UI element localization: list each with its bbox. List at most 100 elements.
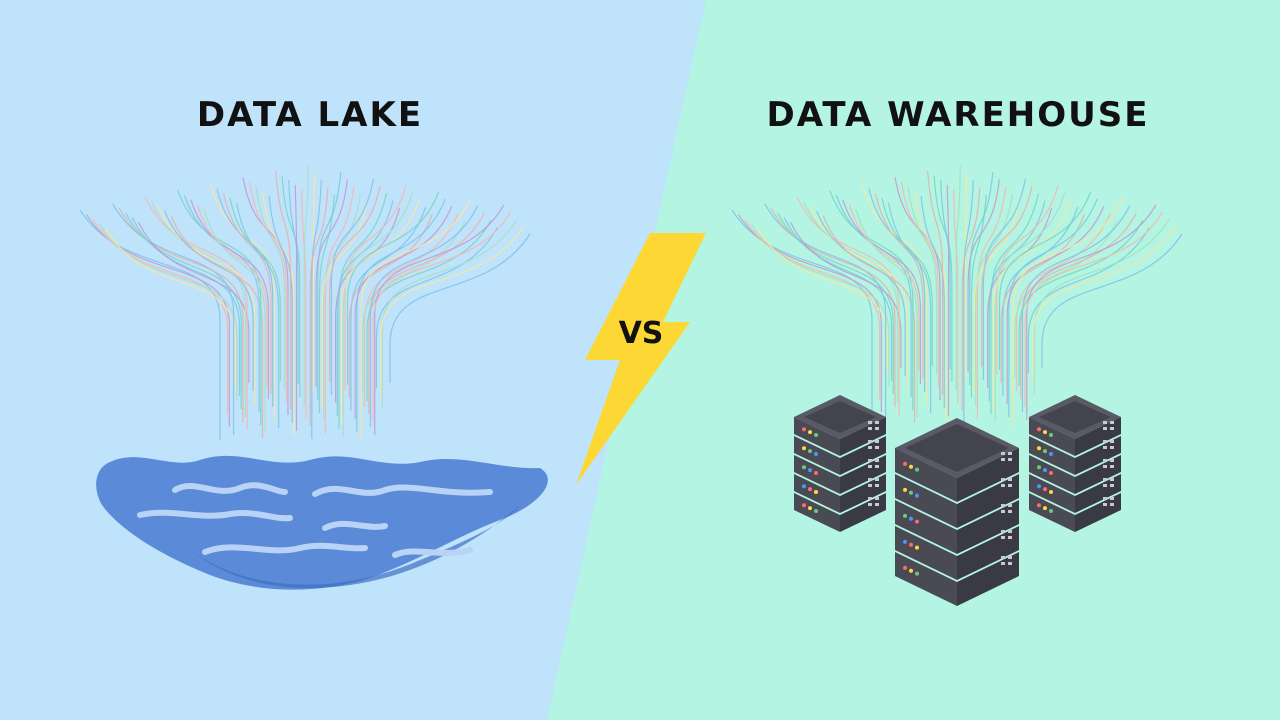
data-lake-title: DATA LAKE	[196, 95, 424, 135]
data-stream-line	[354, 206, 453, 419]
data-stream-line	[1026, 204, 1157, 420]
data-stream-line	[151, 201, 247, 417]
data-stream-line	[822, 215, 916, 423]
data-stream-line	[317, 172, 342, 400]
data-stream-line	[312, 172, 316, 392]
data-stream-line	[907, 186, 938, 374]
data-stream-line	[855, 209, 918, 418]
data-stream-line	[112, 203, 235, 435]
data-stream-line	[967, 179, 1000, 372]
data-stream-line	[374, 204, 505, 435]
lightning-bolt-icon	[576, 233, 706, 485]
data-stream-line	[1000, 214, 1085, 383]
data-stream-line	[248, 181, 287, 402]
data-stream-line	[982, 178, 1027, 380]
data-stream-line	[255, 186, 286, 389]
data-stream-line	[196, 204, 268, 386]
data-stream-line	[311, 180, 322, 439]
data-stream-line	[914, 191, 947, 421]
data-stream-line	[961, 187, 981, 411]
data-stream-line	[235, 202, 280, 428]
data-stream-line	[970, 194, 987, 398]
data-stream-line	[940, 180, 951, 369]
data-stream-line	[744, 219, 881, 399]
data-stream-line	[1032, 226, 1176, 381]
data-stream-line	[887, 202, 932, 413]
data-stream-line	[1006, 206, 1105, 404]
data-stream-line	[1027, 227, 1150, 373]
data-warehouse-title: DATA WAREHOUSE	[766, 95, 1150, 135]
data-stream-line	[288, 180, 299, 384]
data-stream-line	[209, 183, 275, 420]
data-stream-line	[294, 184, 298, 431]
data-stream-line	[131, 217, 241, 396]
data-stream-line	[796, 196, 900, 415]
data-stream-line	[318, 194, 335, 413]
data-stream-line	[315, 179, 348, 387]
data-stream-line	[329, 185, 381, 382]
data-stream-line	[874, 193, 924, 379]
data-stream-line	[324, 186, 355, 434]
data-stream-line	[1018, 219, 1144, 386]
data-stream-line	[268, 196, 293, 423]
data-stream-line	[973, 201, 1020, 393]
server-rack	[1029, 395, 1121, 532]
data-stream-line	[262, 191, 295, 436]
server-rack	[895, 418, 1019, 606]
data-stream-line	[340, 199, 420, 424]
data-stream-line	[894, 177, 941, 400]
data-stream-line	[362, 220, 466, 393]
data-stream-line	[1024, 211, 1163, 407]
data-stream-line	[381, 219, 518, 409]
data-stream-line	[777, 212, 894, 394]
data-stream-line	[881, 197, 933, 366]
data-stream-line	[118, 207, 244, 422]
data-streams-icon	[79, 165, 531, 440]
data-stream-line	[330, 178, 375, 395]
data-stream-line	[79, 209, 221, 440]
data-stream-line	[1012, 198, 1124, 425]
data-stream-line	[933, 175, 953, 382]
data-stream-line	[309, 187, 329, 426]
data-stream-line	[222, 193, 272, 394]
data-stream-line	[1033, 219, 1170, 394]
data-stream-line	[988, 200, 1046, 401]
data-stream-line	[157, 206, 256, 404]
data-stream-line	[842, 199, 922, 384]
data-stream-line	[99, 223, 238, 401]
data-stream-line	[1041, 233, 1183, 368]
data-stream-line	[998, 191, 1092, 370]
data-stream-line	[751, 223, 890, 386]
vs-label: VS	[618, 316, 664, 351]
data-stream-line	[803, 201, 899, 402]
data-stream-line	[770, 207, 896, 407]
data-stream-line	[375, 227, 498, 388]
data-stream-line	[125, 212, 242, 409]
data-stream-line	[955, 165, 961, 390]
data-stream-line	[190, 199, 270, 399]
data-stream-line	[731, 209, 873, 425]
data-stream-line	[366, 219, 492, 401]
data-stream-line	[372, 211, 511, 422]
data-stream-line	[275, 170, 292, 410]
server-rack	[794, 395, 886, 532]
data-streams-icon	[731, 165, 1183, 425]
data-stream-line	[809, 206, 908, 389]
data-stream-line	[927, 170, 944, 395]
data-stream-line	[976, 186, 1007, 419]
data-stream-line	[360, 198, 472, 440]
data-stream-line	[203, 209, 266, 433]
data-stream-line	[946, 184, 950, 416]
data-stream-line	[981, 185, 1033, 367]
data-stream-line	[764, 203, 887, 420]
data-stream-line	[969, 172, 994, 385]
data-stream-line	[303, 165, 309, 405]
data-stream-line	[281, 175, 301, 397]
data-stream-line	[963, 180, 974, 424]
data-stream-line	[348, 214, 433, 398]
data-stream-line	[338, 193, 388, 429]
data-stream-line	[242, 177, 289, 415]
data-stream-line	[861, 183, 927, 405]
data-stream-line	[170, 215, 264, 438]
